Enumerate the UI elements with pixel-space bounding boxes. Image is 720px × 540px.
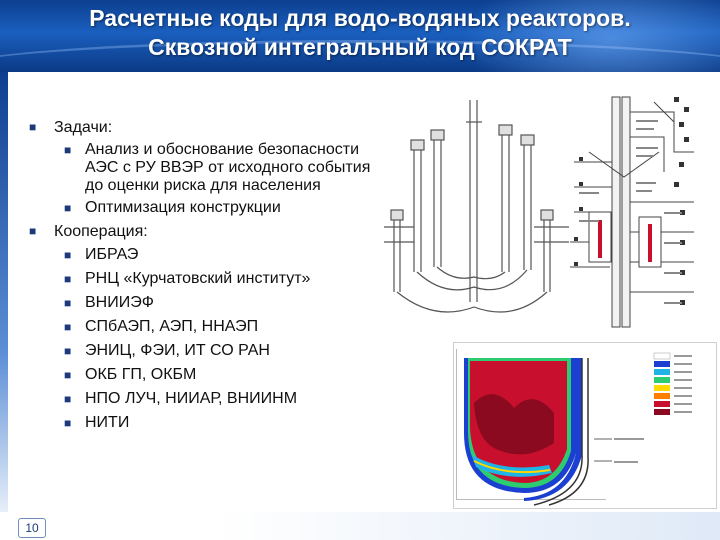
title-swoosh [0,40,720,72]
title-line-1: Расчетные коды для водо-водяных реакторо… [89,5,631,31]
bullet-coop-heading: ■ Кооперация: [24,222,384,241]
bullet-text: СПбАЭП, АЭП, ННАЭП [85,318,259,335]
square-bullet-icon: ■ [64,392,72,406]
reactor-nodalization-diagram [384,96,694,328]
square-bullet-icon: ■ [29,224,37,238]
bullet-text: Кооперация: [54,223,148,240]
bullet-text: Анализ и обоснование безопасности АЭС с … [85,141,371,194]
square-bullet-icon: ■ [64,320,72,334]
square-bullet-icon: ■ [64,201,72,215]
square-bullet-icon: ■ [64,296,72,310]
bullet-text: Задачи: [54,119,113,136]
bullet-coop-2: ■ РНЦ «Курчатовский институт» [24,270,384,288]
bullet-text: НПО ЛУЧ, НИИАР, ВНИИНМ [85,390,298,407]
square-bullet-icon: ■ [64,143,72,157]
square-bullet-icon: ■ [64,368,72,382]
bullet-coop-5: ■ ЭНИЦ, ФЭИ, ИТ СО РАН [24,342,384,360]
square-bullet-icon: ■ [64,416,72,430]
left-accent-bar [0,72,8,540]
bullet-text: ИБРАЭ [85,246,139,263]
bullet-coop-6: ■ ОКБ ГП, ОКБМ [24,366,384,384]
slide-title: Расчетные коды для водо-водяных реакторо… [0,4,720,62]
bullet-text: РНЦ «Курчатовский институт» [85,270,311,287]
bullet-coop-7: ■ НПО ЛУЧ, НИИАР, ВНИИНМ [24,390,384,408]
bullet-text: Оптимизация конструкции [85,199,281,216]
bottom-band [0,512,720,540]
square-bullet-icon: ■ [64,248,72,262]
bullet-task-2: ■ Оптимизация конструкции [24,199,384,217]
bullet-tasks-heading: ■ Задачи: [24,118,384,137]
title-bar: Расчетные коды для водо-водяных реакторо… [0,0,720,72]
bullet-text: ЭНИЦ, ФЭИ, ИТ СО РАН [85,342,270,359]
bullet-text: ОКБ ГП, ОКБМ [85,366,197,383]
square-bullet-icon: ■ [64,272,72,286]
bullet-text: НИТИ [85,414,130,431]
bullet-coop-4: ■ СПбАЭП, АЭП, ННАЭП [24,318,384,336]
bullet-coop-3: ■ ВНИИЭФ [24,294,384,312]
square-bullet-icon: ■ [29,120,37,134]
title-line-2: Сквозной интегральный код СОКРАТ [148,34,572,60]
bullet-task-1: ■ Анализ и обоснование безопасности АЭС … [24,141,384,195]
bullet-list: ■ Задачи: ■ Анализ и обоснование безопас… [24,118,384,432]
bullet-coop-8: ■ НИТИ [24,414,384,432]
bullet-coop-1: ■ ИБРАЭ [24,246,384,264]
bullet-text: ВНИИЭФ [85,294,154,311]
page-number: 10 [18,518,46,538]
square-bullet-icon: ■ [64,344,72,358]
melt-pool-contour-plot [453,342,717,509]
